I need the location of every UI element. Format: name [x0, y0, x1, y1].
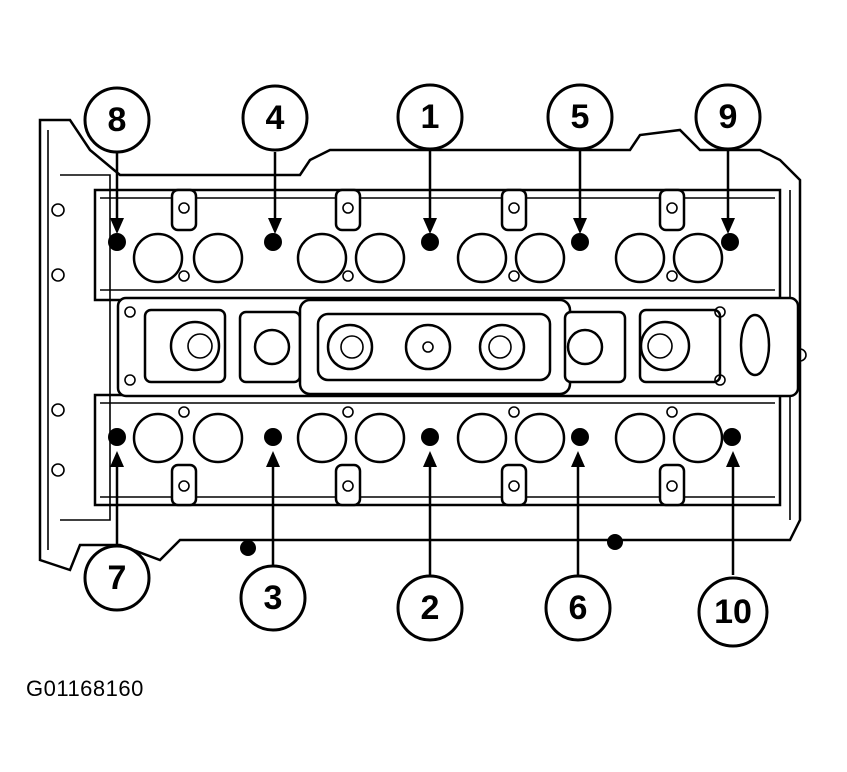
- bolt-1: [421, 233, 439, 251]
- bolt-5: [571, 233, 589, 251]
- center-strip: [116, 296, 800, 398]
- callout-label: 4: [266, 99, 285, 137]
- callout-7: 7: [83, 451, 151, 612]
- bolt-8: [108, 233, 126, 251]
- bolt-9: [721, 233, 739, 251]
- callout-label: 5: [571, 98, 590, 136]
- callout-9: 9: [694, 83, 762, 234]
- callout-3: 3: [239, 451, 307, 632]
- head-bolts: [108, 233, 741, 556]
- callout-label: 10: [714, 593, 752, 631]
- callout-1: 1: [396, 83, 464, 234]
- callout-label: 7: [108, 559, 127, 597]
- bolt-2: [421, 428, 439, 446]
- bolt-4: [264, 233, 282, 251]
- callout-5: 5: [546, 83, 614, 234]
- callout-10: 10: [697, 451, 769, 648]
- callout-label: 2: [421, 589, 440, 627]
- bolt-6: [571, 428, 589, 446]
- callout-label: 1: [421, 98, 440, 136]
- callout-2: 2: [396, 451, 464, 642]
- callouts-bottom: 7 3 2 6 10: [83, 451, 769, 648]
- bolt-3: [264, 428, 282, 446]
- figure-id: G01168160: [26, 676, 144, 701]
- callouts-top: 8 4 1 5 9: [83, 83, 762, 234]
- callout-6: 6: [544, 451, 612, 642]
- callout-label: 6: [569, 589, 588, 627]
- bottom-cam-row: [93, 393, 782, 507]
- callout-label: 3: [264, 579, 283, 617]
- callout-4: 4: [241, 84, 309, 234]
- callout-label: 8: [108, 101, 127, 139]
- callout-label: 9: [719, 98, 738, 136]
- callout-8: 8: [83, 86, 151, 234]
- bolt-10: [723, 428, 741, 446]
- bolt-7: [108, 428, 126, 446]
